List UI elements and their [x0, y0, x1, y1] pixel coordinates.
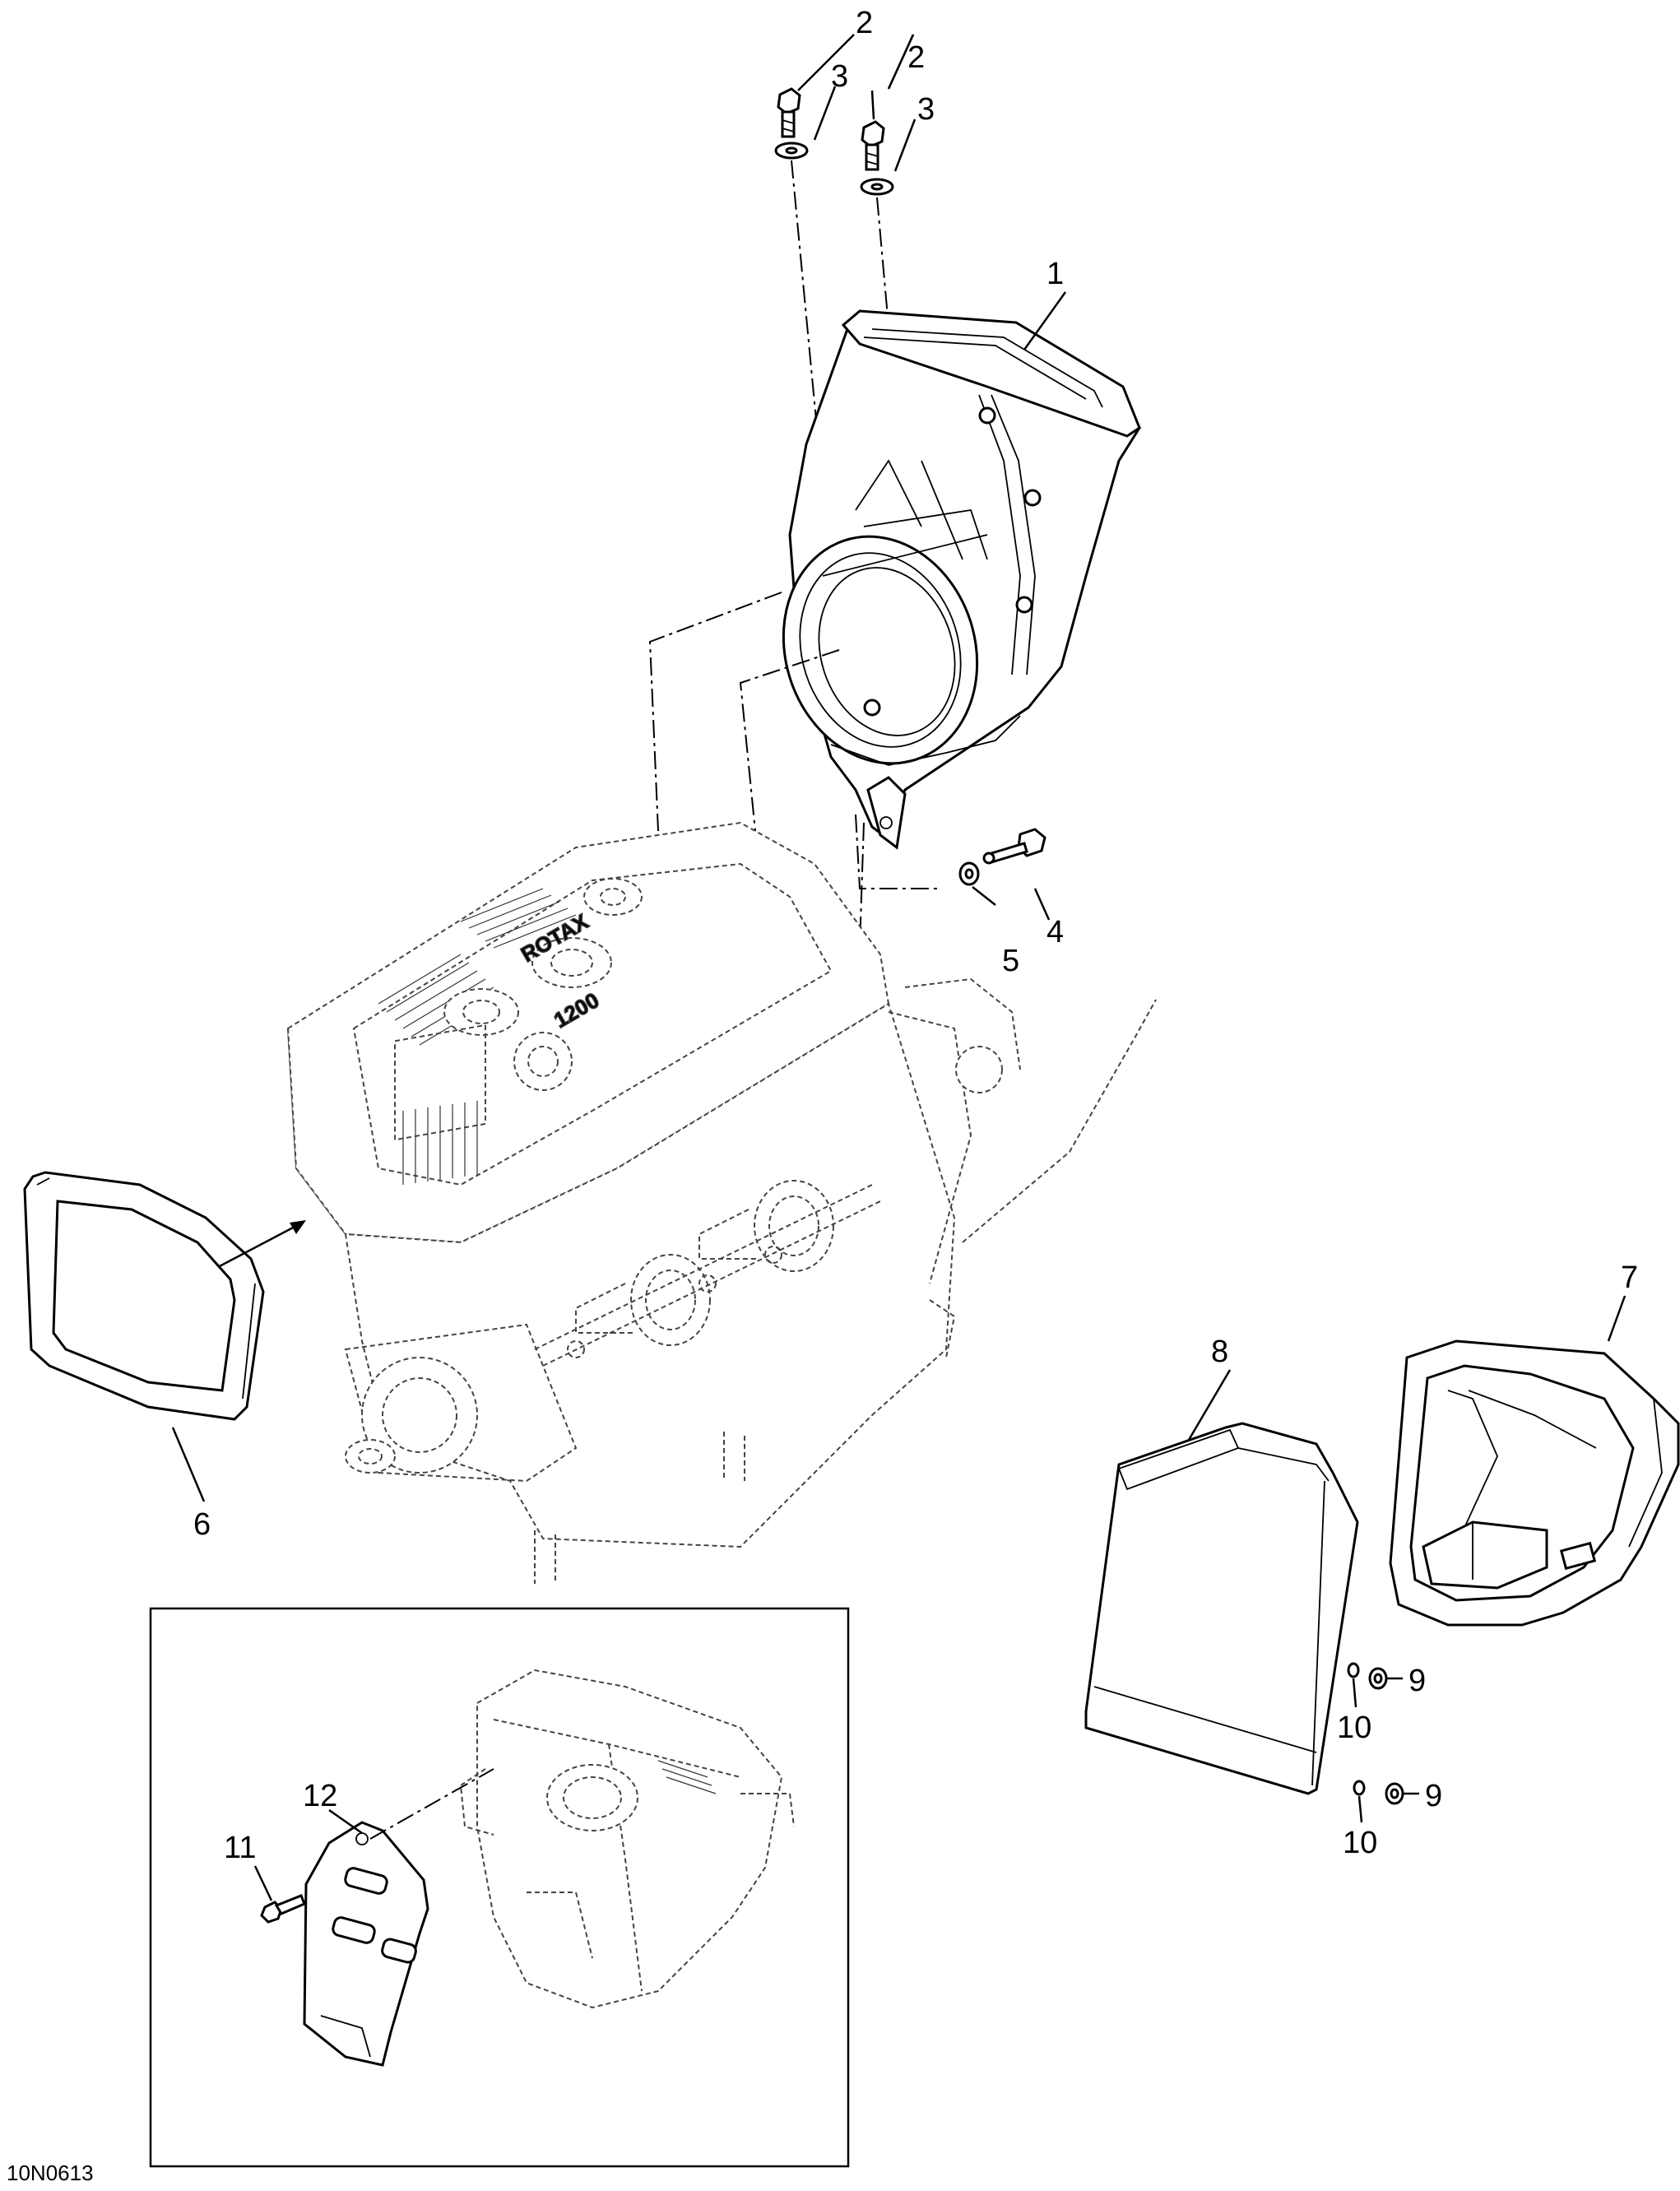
screw-part-11: [260, 1894, 306, 1924]
callout-3-left: 3: [831, 59, 848, 94]
callout-7: 7: [1621, 1260, 1638, 1295]
alignment-line: [855, 814, 938, 889]
leader-lines: [171, 34, 1627, 1901]
callout-2-left: 2: [856, 6, 873, 40]
nut-9-lower: [1385, 1782, 1404, 1805]
callout-3-right: 3: [917, 92, 935, 127]
washer-3-right: [860, 178, 894, 196]
alignment-line: [648, 592, 782, 832]
nut-9-upper: [1368, 1667, 1388, 1690]
assembly-arrow-head: [290, 1220, 306, 1234]
washer-10-lower: [1353, 1780, 1366, 1796]
callout-6: 6: [193, 1507, 211, 1542]
cover-part-8: [1084, 1422, 1359, 1795]
callout-10-upper: 10: [1337, 1711, 1371, 1745]
callout-10-lower: 10: [1343, 1826, 1377, 1860]
assembly-arrow: [217, 1224, 297, 1269]
callout-12: 12: [303, 1779, 337, 1813]
washer-10-upper: [1347, 1662, 1360, 1678]
callout-5: 5: [1002, 944, 1019, 978]
engine-block: ROTAX 1200: [286, 821, 1021, 1584]
alignment-line: [369, 1768, 494, 1840]
callout-9-lower: 9: [1425, 1779, 1442, 1813]
screw-2-left: [777, 87, 801, 138]
bolt-4: [982, 828, 1047, 865]
detail-inset-frame: [149, 1607, 850, 2168]
callout-1: 1: [1047, 257, 1064, 291]
callout-4: 4: [1047, 915, 1064, 949]
alignment-line: [855, 822, 865, 1070]
callout-2-right: 2: [907, 40, 925, 75]
washer-3-left: [774, 142, 809, 160]
figure-code: 10N0613: [7, 2161, 94, 2185]
intake-duct-part-7: [1389, 1339, 1680, 1627]
callout-11: 11: [224, 1831, 256, 1865]
alignment-line: [739, 649, 840, 848]
dipstick: [962, 999, 1157, 1243]
oil-tank: [459, 1669, 795, 2009]
bracket-part-12: [303, 1821, 429, 2067]
callout-8: 8: [1211, 1335, 1228, 1369]
washer-5: [958, 861, 980, 886]
gasket-part-6: [23, 1171, 265, 1421]
callout-9-upper: 9: [1409, 1664, 1426, 1698]
fan-housing-part-1: [782, 309, 1141, 850]
screw-2-right: [861, 120, 885, 171]
